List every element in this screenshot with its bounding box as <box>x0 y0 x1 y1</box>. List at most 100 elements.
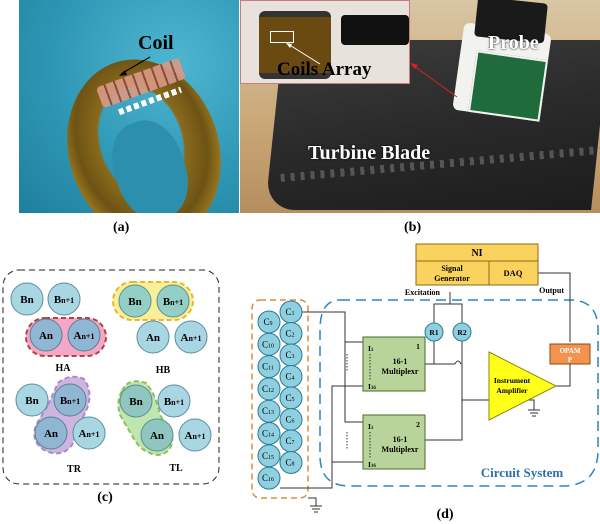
label-bn: Bn <box>20 294 33 306</box>
circuit-system-label: Circuit System <box>481 465 564 480</box>
signal-generator-label-1: Signal <box>441 264 463 273</box>
ni-label: NI <box>471 248 482 259</box>
svg-text:I1: I1 <box>368 344 374 353</box>
turbine-blade-label: Turbine Blade <box>308 142 431 164</box>
coil-c6: C6 <box>279 408 303 431</box>
coil-c11: C11 <box>257 355 281 379</box>
svg-text:I16: I16 <box>368 460 376 469</box>
mode-label-hb: HB <box>156 365 171 376</box>
svg-text:R1: R1 <box>429 328 438 337</box>
coil-an <box>29 318 63 352</box>
coil-bn1 <box>53 383 87 417</box>
label-bn: Bn <box>128 296 141 308</box>
mode-tl: Bn Bn+1 An An+1 TL <box>117 380 212 474</box>
photo-turbine-blade-probe: Probe Turbine Blade Coils Array <box>240 0 600 213</box>
mode-label-tr: TR <box>67 464 82 475</box>
caption-d: (d) <box>436 507 453 522</box>
coil-c1: C1 <box>279 300 303 324</box>
label-bn1: Bn+1 <box>54 294 74 306</box>
modes-frame <box>2 269 220 485</box>
svg-text:Multiplexr: Multiplexr <box>382 367 419 376</box>
svg-text:C4: C4 <box>285 372 294 382</box>
coil-an1 <box>67 318 101 352</box>
label-bn: Bn <box>25 395 38 407</box>
svg-text:C7: C7 <box>285 436 294 446</box>
label-an1: An+1 <box>185 430 206 442</box>
inset-probe-head <box>259 11 331 79</box>
svg-text:16-1: 16-1 <box>393 435 408 444</box>
excitation-label: Excitation <box>405 288 441 297</box>
coil-c10: C10 <box>257 332 281 356</box>
coil-c3: C3 <box>279 343 303 367</box>
mode-hb: Bn Bn+1 An An+1 HB <box>112 281 208 376</box>
coil-an1 <box>72 416 106 450</box>
ground-icon <box>308 497 322 513</box>
label-an1: An+1 <box>181 332 202 344</box>
svg-text:R2: R2 <box>457 328 466 337</box>
circuit-diagram: NI Signal Generator DAQ Excitation Outpu… <box>251 243 599 522</box>
mode-label-ha: HA <box>56 363 72 374</box>
svg-text:C11: C11 <box>262 362 274 372</box>
svg-text:Multiplexr: Multiplexr <box>382 445 419 454</box>
photo-flexible-coil-array: Coil <box>19 0 239 213</box>
svg-text:P: P <box>568 356 573 364</box>
wires <box>280 272 571 489</box>
svg-text:C5: C5 <box>285 393 294 403</box>
resistor-r1: R1 <box>424 322 444 342</box>
coil-c9: C9 <box>257 310 281 334</box>
coils-array-inset: Coils Array <box>240 0 410 84</box>
svg-text:Instrument: Instrument <box>494 376 531 385</box>
daq-label: DAQ <box>504 268 523 278</box>
coil-excitation-modes-diagram: Bn Bn+1 An An+1 HA Bn Bn+1 An An+1 HB Bn… <box>2 269 220 505</box>
coil-c7: C7 <box>279 429 303 453</box>
svg-text:C13: C13 <box>262 406 274 416</box>
label-an: An <box>146 332 160 344</box>
coil-c13: C13 <box>257 399 281 423</box>
coil-group-frame <box>251 299 309 499</box>
opamp-block: OPAM P <box>549 343 591 365</box>
inset-coil-window <box>270 31 294 43</box>
output-label: Output <box>539 286 564 295</box>
svg-text:2: 2 <box>416 420 420 429</box>
inset-arrows <box>286 43 458 98</box>
coil-bn1 <box>156 284 190 318</box>
svg-text:C10: C10 <box>262 339 274 349</box>
mode-tr: Bn Bn+1 An An+1 TR <box>15 375 106 475</box>
svg-text:C8: C8 <box>285 458 294 468</box>
svg-text:C6: C6 <box>285 415 294 425</box>
coil-bn1 <box>157 384 191 418</box>
circuit-system-frame <box>319 299 599 487</box>
svg-text:I16: I16 <box>368 382 376 391</box>
label-an1: An+1 <box>74 330 95 342</box>
coil-c15: C15 <box>257 444 281 468</box>
coil-c16: C16 <box>257 466 281 490</box>
coil-c12: C12 <box>257 377 281 401</box>
svg-text:16-1: 16-1 <box>393 357 408 366</box>
coil-an <box>136 320 170 354</box>
svg-text:I1: I1 <box>368 422 374 431</box>
coil-an <box>34 416 68 450</box>
coil-an1 <box>174 320 208 354</box>
resistor-r2: R2 <box>452 322 472 342</box>
coil-c5: C5 <box>279 386 303 410</box>
caption-b: (b) <box>404 220 422 235</box>
svg-text:C3: C3 <box>285 350 294 360</box>
svg-text:OPAM: OPAM <box>560 347 581 355</box>
coil-an1 <box>178 418 212 452</box>
label-an: An <box>39 330 53 342</box>
label-bn1: Bn+1 <box>60 395 80 407</box>
instrument-amplifier: Instrument Amplifier <box>488 351 558 421</box>
coil-an <box>140 418 174 452</box>
svg-text:1: 1 <box>416 342 420 351</box>
label-an: An <box>150 430 164 442</box>
coil-bn <box>10 282 44 316</box>
label-an1: An+1 <box>79 428 100 440</box>
coil-label: Coil <box>138 32 174 54</box>
svg-text:C14: C14 <box>262 429 274 439</box>
label-an: An <box>44 428 58 440</box>
probe-label: Probe <box>488 32 539 54</box>
caption-c: (c) <box>97 490 113 505</box>
svg-text:C15: C15 <box>262 451 274 461</box>
inset-cable <box>341 15 409 45</box>
